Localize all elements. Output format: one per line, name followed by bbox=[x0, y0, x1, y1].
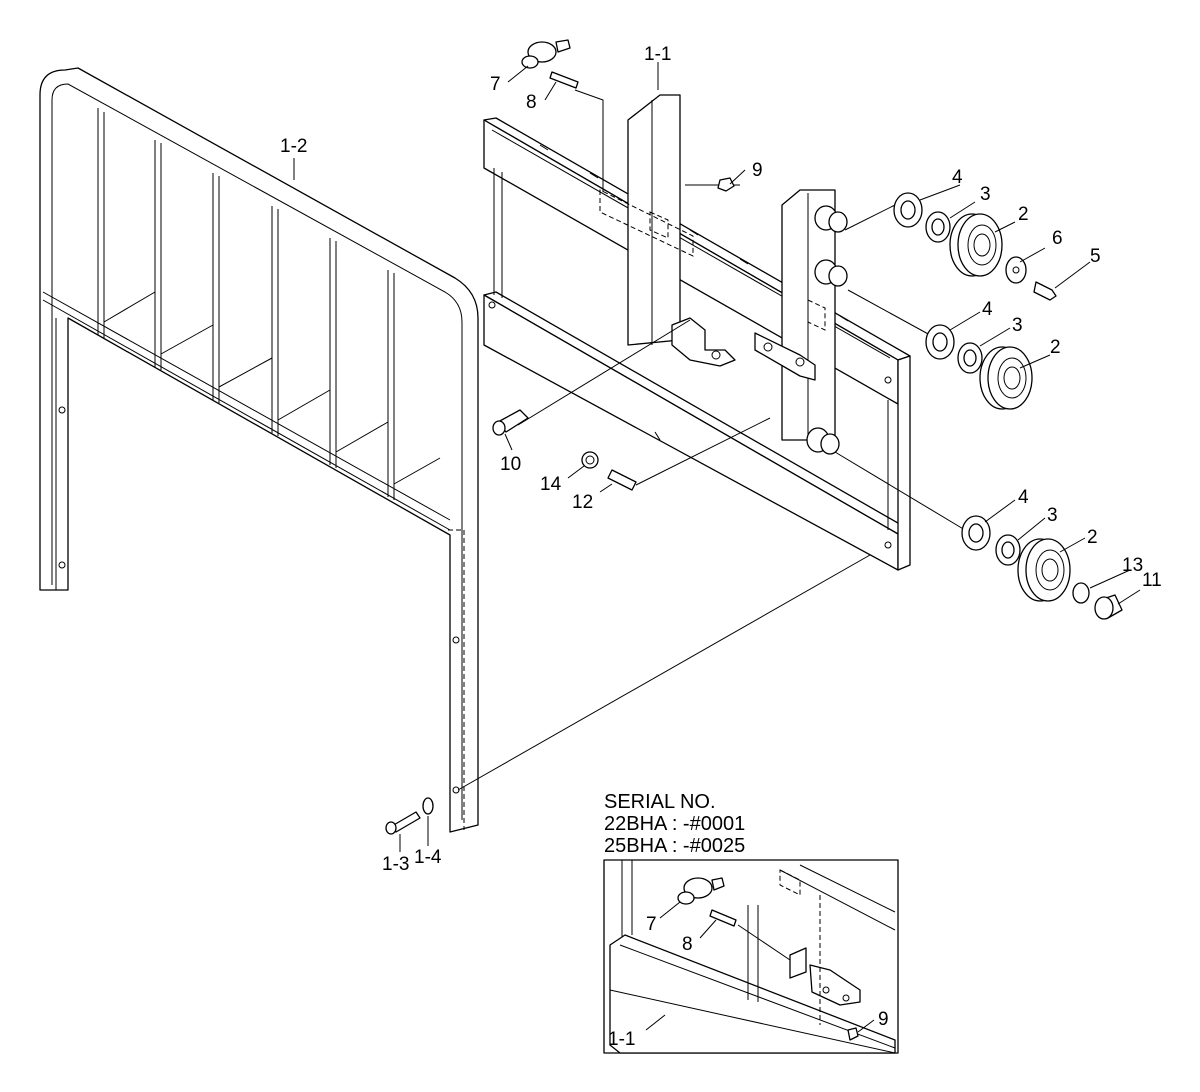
load-backrest bbox=[39, 67, 479, 833]
callout-4-lower: 4 bbox=[1018, 487, 1029, 508]
callout-labels: 1-2 1-1 7 8 9 4 3 2 6 5 4 3 2 10 14 12 4… bbox=[280, 44, 1162, 875]
callout-5: 5 bbox=[1090, 246, 1101, 267]
callout-13: 13 bbox=[1122, 555, 1143, 576]
serial-title: SERIAL NO. bbox=[604, 791, 716, 813]
backrest-slats bbox=[97, 108, 441, 500]
callout-1-3: 1-3 bbox=[382, 854, 409, 875]
serial-line-1: 22BHA : -#0001 bbox=[604, 813, 745, 835]
callout-7: 7 bbox=[490, 74, 501, 95]
callout-1-1: 1-1 bbox=[644, 44, 671, 65]
inset-callout-8: 8 bbox=[682, 934, 693, 955]
callout-4-middle: 4 bbox=[982, 299, 993, 320]
fork-carriage bbox=[483, 94, 911, 571]
callout-2-middle: 2 bbox=[1050, 337, 1061, 358]
callout-leaders bbox=[293, 62, 1141, 852]
callout-10: 10 bbox=[500, 454, 521, 475]
callout-2-upper: 2 bbox=[1018, 204, 1029, 225]
roller-set-lower bbox=[961, 515, 1123, 620]
serial-line-2: 25BHA : -#0025 bbox=[604, 835, 745, 857]
roller-set-upper bbox=[893, 192, 1057, 301]
inset-callout-9: 9 bbox=[878, 1009, 889, 1030]
callout-3-middle: 3 bbox=[1012, 315, 1023, 336]
inset-callout-7: 7 bbox=[646, 914, 657, 935]
callout-8: 8 bbox=[526, 92, 537, 113]
inset-callout-1-1: 1-1 bbox=[608, 1029, 635, 1050]
serial-note: SERIAL NO. 22BHA : -#0001 25BHA : -#0025 bbox=[604, 791, 745, 857]
callout-12: 12 bbox=[572, 492, 593, 513]
callout-6: 6 bbox=[1052, 228, 1063, 249]
callout-4-upper: 4 bbox=[952, 167, 963, 188]
small-hardware bbox=[385, 39, 735, 835]
callout-9: 9 bbox=[752, 160, 763, 181]
callout-1-4: 1-4 bbox=[414, 847, 442, 868]
callout-3-upper: 3 bbox=[980, 184, 991, 205]
callout-11: 11 bbox=[1142, 570, 1162, 591]
roller-set-middle bbox=[925, 324, 1033, 410]
carriage-roller-studs bbox=[806, 205, 848, 455]
callout-2-lower: 2 bbox=[1087, 527, 1098, 548]
callout-3-lower: 3 bbox=[1047, 505, 1058, 526]
callout-1-2: 1-2 bbox=[280, 136, 307, 157]
callout-14: 14 bbox=[540, 474, 562, 495]
inset-detail: 7 8 9 1-1 bbox=[603, 859, 899, 1054]
